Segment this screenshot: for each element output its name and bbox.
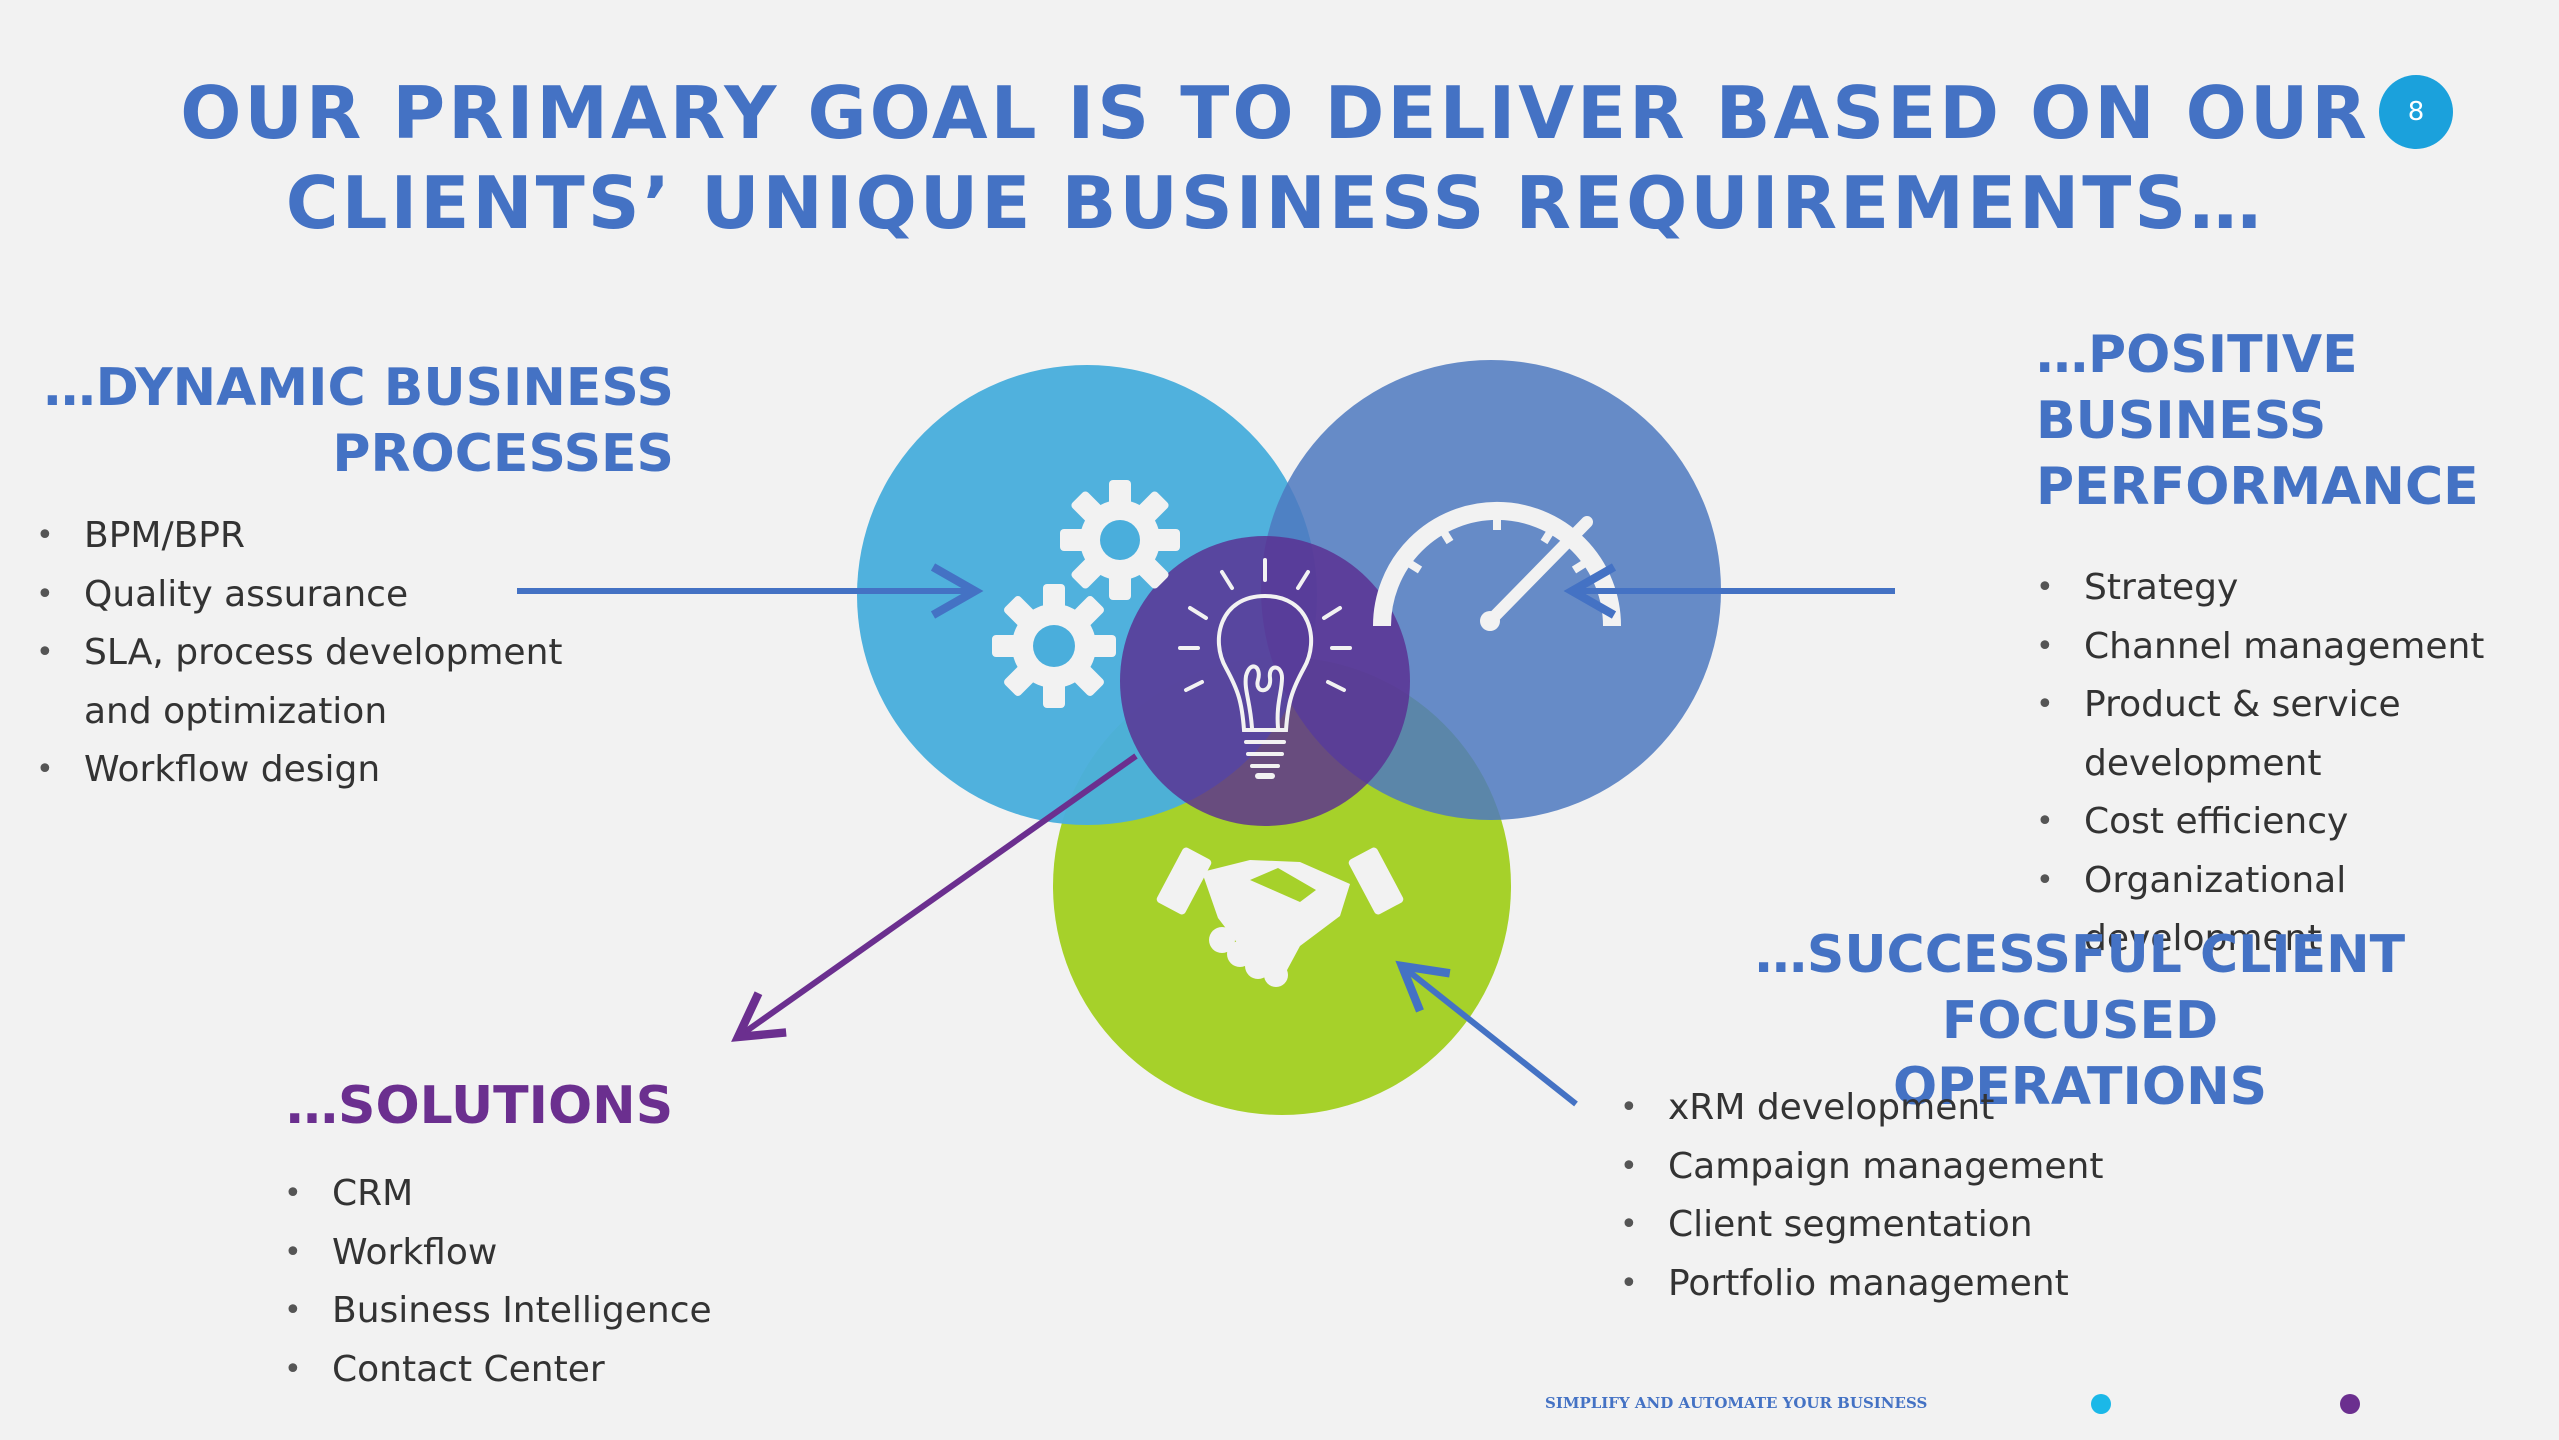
heading-solutions: …SOLUTIONS bbox=[286, 1073, 686, 1139]
slide-title: OUR PRIMARY GOAL IS TO DELIVER BASED ON … bbox=[150, 68, 2400, 248]
list-item: Strategy bbox=[2036, 559, 2556, 618]
heading-line: …DYNAMIC BUSINESS bbox=[43, 358, 674, 418]
heading-line: …SOLUTIONS bbox=[286, 1076, 674, 1136]
list-item: xRM development bbox=[1620, 1079, 2180, 1138]
slide-title-line-1: OUR PRIMARY GOAL IS TO DELIVER BASED ON … bbox=[180, 71, 2370, 155]
gears-icon bbox=[992, 480, 1180, 708]
list-positive-performance: Strategy Channel management Product & se… bbox=[2036, 559, 2556, 969]
footer-dot-purple bbox=[2340, 1394, 2360, 1414]
list-item: Campaign management bbox=[1620, 1138, 2180, 1197]
page-number-badge: 8 bbox=[2379, 75, 2453, 149]
arrow-solutions bbox=[731, 753, 1138, 1042]
heading-line: PROCESSES bbox=[332, 424, 674, 484]
list-dynamic-processes: BPM/BPR Quality assurance SLA, process d… bbox=[36, 507, 596, 800]
heading-positive-performance: …POSITIVE BUSINESS PERFORMANCE bbox=[2036, 322, 2516, 520]
list-item: Portfolio management bbox=[1620, 1255, 2180, 1314]
heading-line: BUSINESS bbox=[2036, 391, 2327, 451]
list-item: Quality assurance bbox=[36, 566, 596, 625]
list-solutions: CRM Workflow Business Intelligence Conta… bbox=[284, 1165, 764, 1399]
lightbulb-icon bbox=[1178, 558, 1352, 779]
list-item: Business Intelligence bbox=[284, 1282, 764, 1341]
footer-dot-cyan bbox=[2091, 1394, 2111, 1414]
list-item: Workflow bbox=[284, 1224, 764, 1283]
heading-line: PERFORMANCE bbox=[2036, 457, 2479, 517]
handshake-icon bbox=[1156, 847, 1404, 987]
heading-dynamic-processes: …DYNAMIC BUSINESS PROCESSES bbox=[36, 355, 674, 487]
list-item: Channel management bbox=[2036, 618, 2556, 677]
heading-line: …POSITIVE bbox=[2036, 325, 2358, 385]
list-item: Cost efficiency bbox=[2036, 793, 2556, 852]
footer-tagline: SIMPLIFY AND AUTOMATE YOUR BUSINESS bbox=[1545, 1394, 1928, 1412]
arrow-operations bbox=[1395, 960, 1578, 1107]
list-item-continuation: and optimization bbox=[84, 690, 388, 732]
list-item: Client segmentation bbox=[1620, 1196, 2180, 1255]
slide-title-line-2: CLIENTS’ UNIQUE BUSINESS REQUIREMENTS… bbox=[285, 161, 2265, 245]
list-item: BPM/BPR bbox=[36, 507, 596, 566]
list-item: SLA, process development bbox=[36, 624, 596, 683]
list-item: CRM bbox=[284, 1165, 764, 1224]
list-item: Contact Center bbox=[284, 1341, 764, 1400]
heading-line: …SUCCESSFUL CLIENT FOCUSED bbox=[1754, 925, 2406, 1051]
list-item: Product & service bbox=[2036, 676, 2556, 735]
list-successful-operations: xRM development Campaign management Clie… bbox=[1620, 1079, 2180, 1313]
list-item: Workflow design bbox=[36, 741, 596, 800]
list-item: Organizational development bbox=[2036, 852, 2556, 969]
list-item-continuation: development bbox=[2084, 742, 2322, 784]
